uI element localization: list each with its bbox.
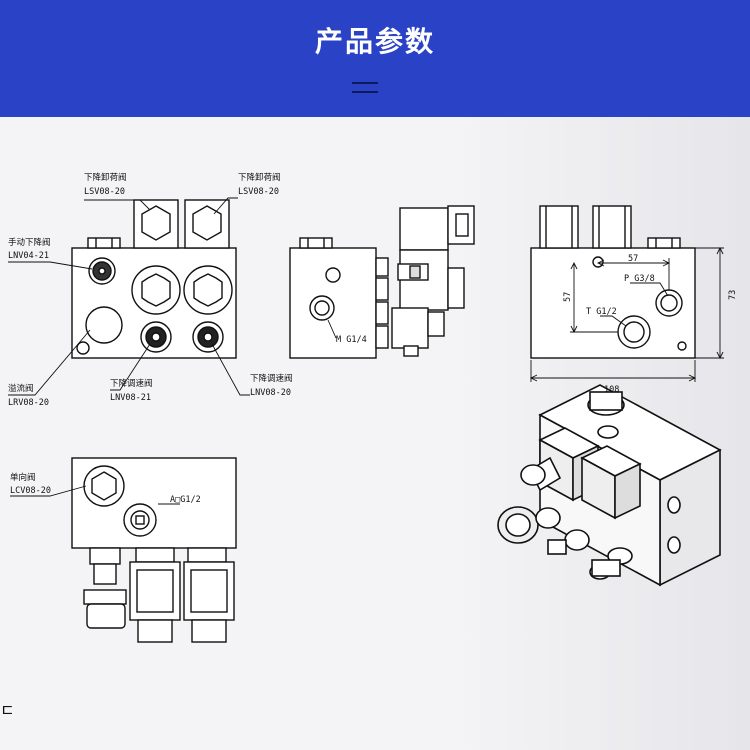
dim-width-bottom: 108 <box>604 385 619 395</box>
stray-glyph: ㄷ <box>0 701 15 720</box>
bottom-view <box>10 457 237 643</box>
label-unload-right-code: LSV08-20 <box>238 187 279 197</box>
label-check-code: LCV08-20 <box>10 486 51 496</box>
label-check-cn: 单向阀 <box>10 472 36 483</box>
dim-width-top: 57 <box>628 254 638 264</box>
label-unload-right-cn: 下降卸荷阀 <box>238 172 281 183</box>
label-speed-mid-code: LNV08-21 <box>110 393 151 403</box>
isometric-render <box>497 384 722 587</box>
relief-valve <box>85 306 123 344</box>
front-view <box>8 197 250 396</box>
label-manual-code: LNV04-21 <box>8 251 49 261</box>
unload-nut-right <box>192 205 222 241</box>
page-title: 产品参数 <box>314 25 435 58</box>
label-unload-left-code: LSV08-20 <box>84 187 125 197</box>
label-speed-mid-cn: 下降调速阀 <box>110 378 153 389</box>
label-port-p: P G3/8 <box>624 274 655 284</box>
dim-height-outer: 73 <box>728 290 738 300</box>
solenoid-coil <box>399 207 449 251</box>
title-underline-2 <box>352 91 378 93</box>
side-view <box>289 205 475 359</box>
title-underline <box>352 82 378 84</box>
drawing-area: 下降卸荷阀 LSV08-20 下降卸荷阀 LSV08-20 手动下降阀 LNV0… <box>0 117 750 750</box>
front-plug <box>87 237 121 249</box>
label-port-a: A□G1/2 <box>170 495 201 505</box>
label-port-t: T G1/2 <box>586 307 617 317</box>
dim-height-inner: 57 <box>563 292 573 302</box>
label-relief-code: LRV08-20 <box>8 398 49 408</box>
dimension-view <box>529 205 724 382</box>
label-speed-right-cn: 下降调速阀 <box>250 373 293 384</box>
label-relief-cn: 溢流阀 <box>8 383 34 394</box>
label-speed-right-code: LNV08-20 <box>250 388 291 398</box>
label-unload-left-cn: 下降卸荷阀 <box>84 172 127 183</box>
unload-nut-left <box>141 205 171 241</box>
label-manual-cn: 手动下降阀 <box>8 237 51 248</box>
technical-drawing: 下降卸荷阀 LSV08-20 下降卸荷阀 LSV08-20 手动下降阀 LNV0… <box>0 117 750 750</box>
label-gauge-port: M G1/4 <box>336 335 367 345</box>
header-banner: 产品参数 <box>0 0 750 117</box>
